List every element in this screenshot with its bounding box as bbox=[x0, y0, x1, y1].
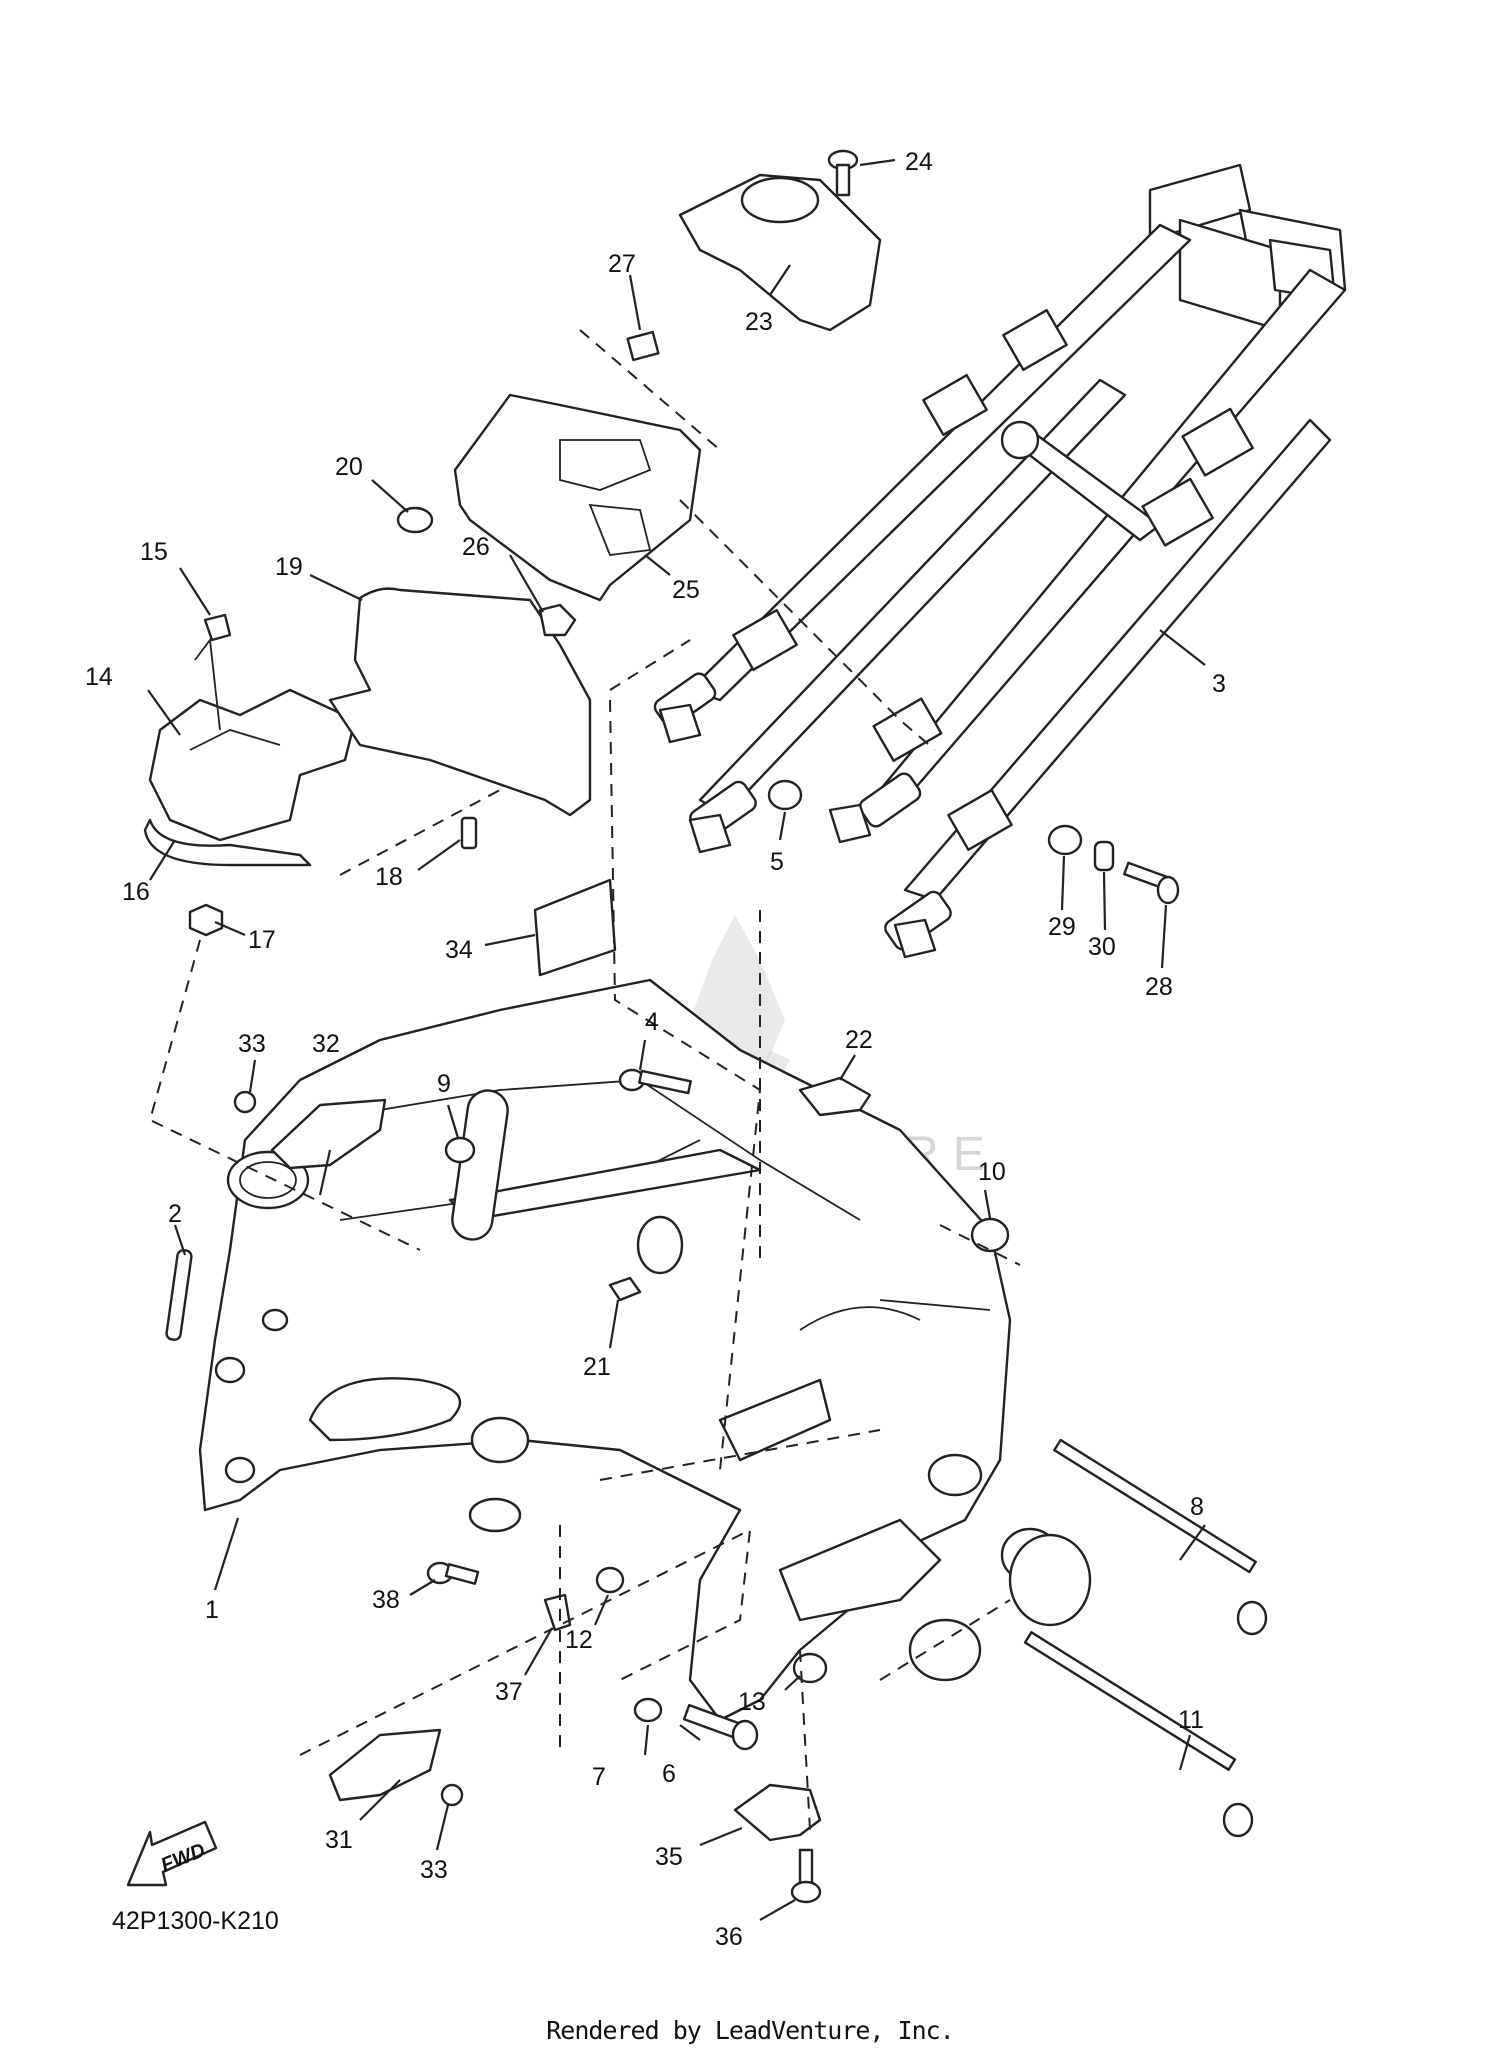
part-12-collar bbox=[595, 1566, 625, 1594]
callout-11: 11 bbox=[1178, 1706, 1204, 1734]
callout-29: 29 bbox=[1048, 913, 1076, 941]
part-23-cover bbox=[678, 173, 882, 332]
part-32-cover bbox=[270, 1098, 387, 1170]
leader-lines bbox=[147, 158, 1206, 1921]
part-34-pad bbox=[533, 878, 617, 977]
part-16-strip bbox=[143, 818, 312, 867]
callout-31: 31 bbox=[325, 1826, 353, 1854]
callout-26: 26 bbox=[462, 533, 490, 561]
callout-21: 21 bbox=[583, 1353, 611, 1381]
callout-19: 19 bbox=[275, 553, 303, 581]
diagram-code: 42P1300-K210 bbox=[112, 1907, 279, 1935]
callout-23: 23 bbox=[745, 308, 773, 336]
callout-22: 22 bbox=[845, 1026, 873, 1054]
part-22-plate bbox=[798, 1076, 872, 1117]
callout-34: 34 bbox=[445, 936, 473, 964]
callout-35: 35 bbox=[655, 1843, 683, 1871]
callout-16: 16 bbox=[122, 878, 150, 906]
callout-15: 15 bbox=[140, 538, 168, 566]
callout-7: 7 bbox=[592, 1763, 606, 1791]
callout-9: 9 bbox=[437, 1070, 451, 1098]
part-29-bush bbox=[1047, 824, 1083, 856]
callout-labels: 1 2 3 4 5 6 7 8 9 10 11 12 13 14 15 16 1… bbox=[85, 148, 1226, 1951]
callout-12: 12 bbox=[565, 1626, 593, 1654]
part-28-bolt bbox=[1123, 861, 1180, 905]
callout-37: 37 bbox=[495, 1678, 523, 1706]
callout-18: 18 bbox=[375, 863, 403, 891]
part-27-tag bbox=[626, 330, 660, 362]
callout-27: 27 bbox=[608, 250, 636, 278]
callout-10: 10 bbox=[978, 1158, 1006, 1186]
part-9-collar bbox=[444, 1136, 476, 1164]
callout-24: 24 bbox=[905, 148, 933, 176]
part-14-bracket bbox=[148, 637, 357, 842]
assembly-lines bbox=[148, 329, 1021, 1831]
rear-subframe bbox=[653, 163, 1347, 959]
part-25-tray bbox=[453, 393, 702, 602]
part-6-bolt bbox=[682, 1703, 759, 1751]
fwd-arrow-icon: FWD bbox=[126, 1820, 218, 1887]
callout-8: 8 bbox=[1190, 1493, 1204, 1521]
part-30-collar bbox=[1093, 840, 1115, 872]
callout-36: 36 bbox=[715, 1923, 743, 1951]
part-31-cover bbox=[328, 1728, 442, 1802]
part-21-nut bbox=[608, 1276, 642, 1302]
callout-33b: 33 bbox=[420, 1856, 448, 1884]
part-19-plate bbox=[328, 587, 592, 817]
part-8-long-bolt bbox=[1053, 1438, 1268, 1636]
part-37-clip bbox=[543, 1593, 572, 1632]
part-15-clip bbox=[203, 613, 232, 642]
part-33-screw bbox=[233, 1090, 257, 1114]
part-10-bush bbox=[970, 1217, 1010, 1253]
callout-32: 32 bbox=[312, 1030, 340, 1058]
callout-13: 13 bbox=[738, 1688, 766, 1716]
callout-3: 3 bbox=[1212, 670, 1226, 698]
callout-38: 38 bbox=[372, 1586, 400, 1614]
main-frame bbox=[198, 978, 1092, 1722]
part-18-rivet bbox=[460, 816, 478, 850]
callout-28: 28 bbox=[1145, 973, 1173, 1001]
part-11-long-bolt bbox=[1023, 1631, 1254, 1838]
callout-6: 6 bbox=[662, 1760, 676, 1788]
callout-17: 17 bbox=[248, 926, 276, 954]
part-17-nut bbox=[188, 903, 224, 937]
part-33b-screw bbox=[440, 1783, 464, 1807]
callout-14: 14 bbox=[85, 663, 113, 691]
callout-25: 25 bbox=[672, 576, 700, 604]
part-4-bolt bbox=[618, 1068, 692, 1095]
part-35-bracket bbox=[733, 1783, 822, 1842]
part-20-band bbox=[396, 506, 434, 534]
part-7-washer bbox=[633, 1697, 663, 1723]
part-24-bolt bbox=[827, 149, 859, 197]
callout-1: 1 bbox=[205, 1596, 219, 1624]
footer-credit: Rendered by LeadVenture, Inc. bbox=[546, 2016, 955, 2045]
part-36-bolt bbox=[790, 1848, 822, 1904]
part-38-bolt bbox=[426, 1561, 480, 1585]
callout-2: 2 bbox=[168, 1200, 182, 1228]
callout-4: 4 bbox=[645, 1008, 659, 1036]
part-5-collar bbox=[767, 779, 803, 811]
part-26-clamp bbox=[538, 603, 577, 637]
callout-5: 5 bbox=[770, 848, 784, 876]
callout-33: 33 bbox=[238, 1030, 266, 1058]
callout-30: 30 bbox=[1088, 933, 1116, 961]
callout-20: 20 bbox=[335, 453, 363, 481]
part-2-plate bbox=[165, 1249, 193, 1341]
